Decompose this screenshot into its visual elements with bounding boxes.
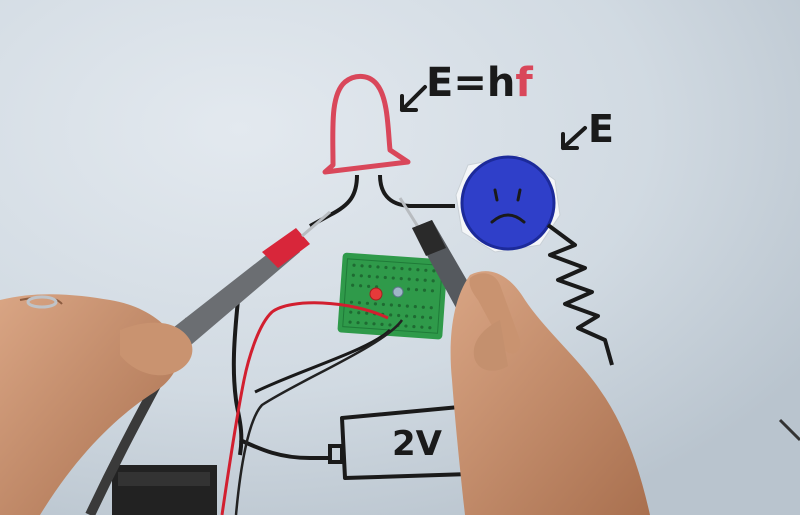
red-jumper-wire (220, 301, 389, 515)
led-equation-label: E=hf (426, 60, 533, 106)
resistor-component (392, 286, 404, 298)
arrow-to-bulb-icon (561, 126, 587, 150)
led-drawing (322, 74, 411, 175)
left-hand-with-red-probe (0, 210, 331, 515)
led-right-lead (378, 174, 455, 208)
right-hand-with-black-probe (398, 197, 650, 515)
breadboard (337, 252, 448, 340)
red-led-component (369, 287, 383, 301)
red-probe-needle (301, 210, 331, 238)
arrow-to-led-icon (400, 85, 427, 112)
sad-bulb-sticker (455, 154, 561, 253)
black-jumper-wire (234, 319, 404, 515)
bulb-energy-label: E (588, 107, 614, 151)
edge-cable (778, 418, 800, 442)
led-left-lead (309, 174, 359, 228)
black-probe-needle (398, 197, 422, 231)
left-circuit-wire (231, 299, 244, 456)
breadboard-return-wire (254, 328, 392, 394)
coil-drawing (546, 223, 614, 366)
red-probe-tip-guard (262, 228, 310, 268)
ring (26, 295, 58, 309)
battery-voltage-label: 2V (392, 424, 443, 464)
